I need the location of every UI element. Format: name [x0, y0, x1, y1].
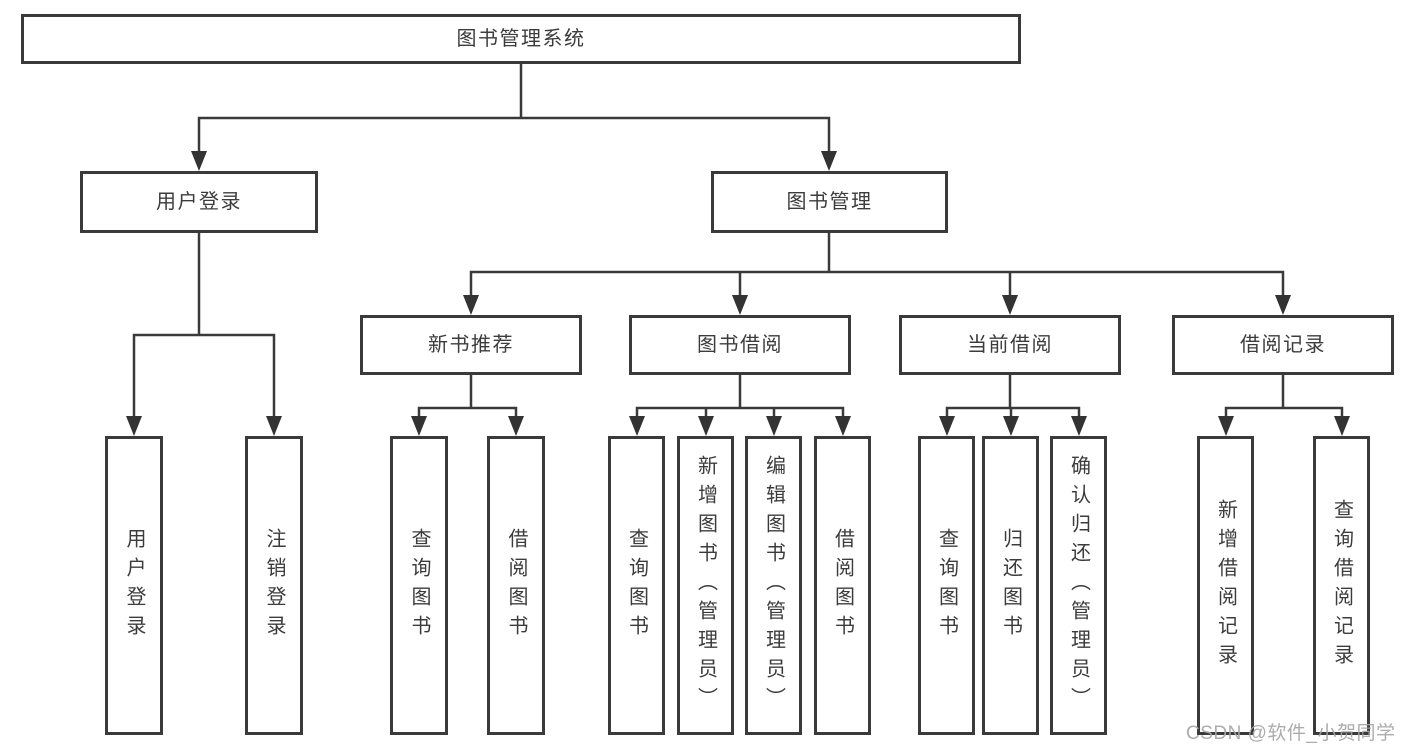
leaf-confirm-return-admin: 确认归还（管理员）: [1050, 436, 1107, 735]
leaf-query-book-current: 查询图书: [918, 436, 975, 735]
leaf-logout: 注销登录: [245, 436, 303, 735]
node-borrow-records: 借阅记录: [1172, 315, 1394, 375]
leaf-return-book: 归还图书: [982, 436, 1039, 735]
node-book-borrow: 图书借阅: [629, 315, 851, 375]
leaf-query-borrow-record: 查询借阅记录: [1313, 436, 1370, 735]
csdn-watermark: CSDN @软件_小贺同学: [1186, 723, 1396, 744]
leaf-borrow-book-recommend: 借阅图书: [487, 436, 545, 735]
leaf-borrow-book: 借阅图书: [814, 436, 871, 735]
leaf-add-book-admin: 新增图书（管理员）: [677, 436, 734, 735]
leaf-edit-book-admin: 编辑图书（管理员）: [745, 436, 802, 735]
leaf-user-login: 用户登录: [105, 436, 163, 735]
node-new-book-recommend: 新书推荐: [360, 315, 582, 375]
leaf-query-book-recommend: 查询图书: [390, 436, 448, 735]
node-user-login-module: 用户登录: [80, 171, 318, 233]
leaf-query-book-borrow: 查询图书: [608, 436, 665, 735]
node-book-management-module: 图书管理: [711, 171, 948, 233]
node-root-system: 图书管理系统: [21, 14, 1021, 64]
node-current-borrow: 当前借阅: [899, 315, 1121, 375]
leaf-add-borrow-record: 新增借阅记录: [1197, 436, 1254, 735]
